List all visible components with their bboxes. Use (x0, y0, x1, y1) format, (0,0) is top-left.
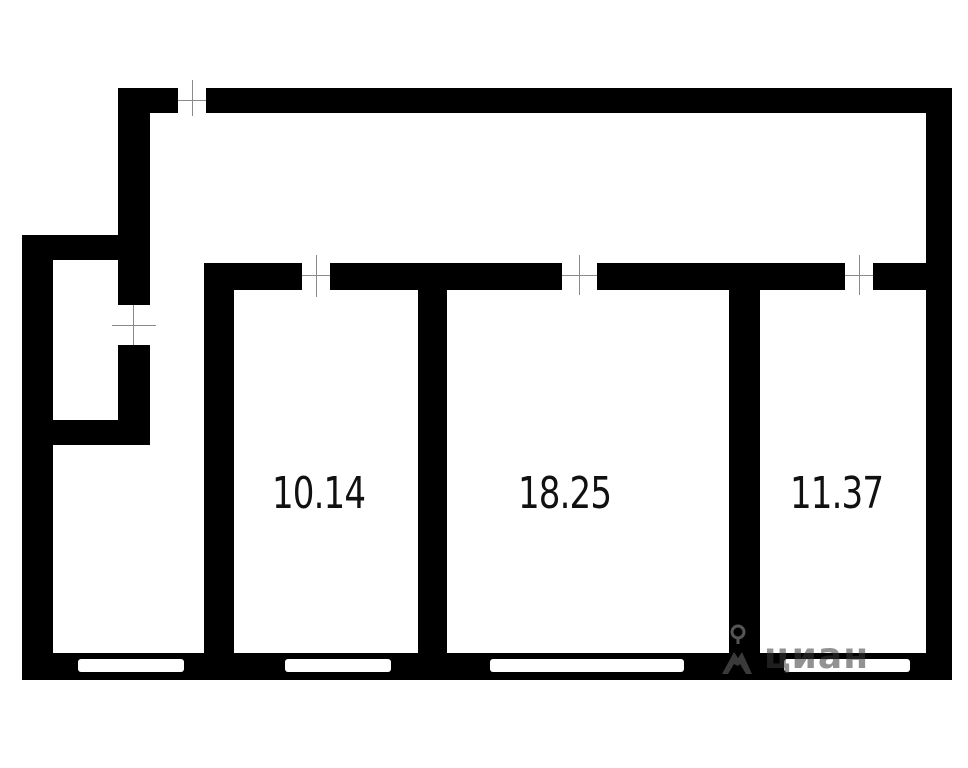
right-outer-wall (926, 88, 952, 680)
inner-wall-seg-4 (873, 263, 926, 290)
watermark-text: циан (764, 636, 870, 677)
room-2-area-label: 18.25 (518, 468, 612, 519)
door-closet (112, 305, 156, 345)
left-outer-wall (22, 235, 53, 680)
room-1-area-label: 10.14 (272, 468, 366, 519)
room-3-area-label: 11.37 (790, 468, 884, 519)
door-room-2 (562, 255, 597, 297)
corridor-left-wall-upper (118, 88, 150, 305)
inner-wall-seg-3 (597, 263, 845, 290)
window-room-3 (784, 659, 910, 672)
room-1-left-wall (204, 263, 234, 680)
closet-bottom-wall (53, 420, 150, 445)
door-room-1 (302, 255, 330, 297)
window-corridor (78, 659, 184, 672)
door-top-entrance (178, 80, 206, 120)
top-wall-main-segment (206, 88, 952, 113)
window-room-2 (490, 659, 684, 672)
map-pin-person-icon (722, 624, 752, 674)
watermark: циан (712, 622, 882, 682)
door-room-3 (845, 255, 873, 297)
room-divider-2-3 (729, 263, 760, 680)
room-divider-1-2 (418, 263, 447, 680)
window-room-1 (285, 659, 391, 672)
